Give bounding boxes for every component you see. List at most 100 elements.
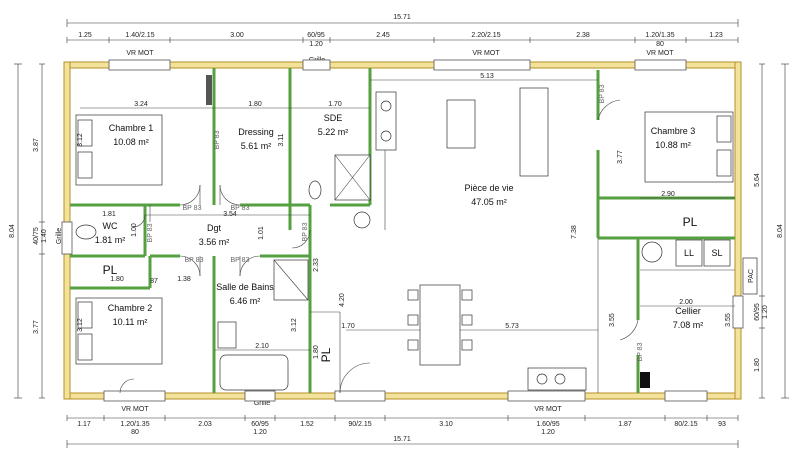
placard-3: PL <box>319 347 333 362</box>
overall-width-top: 15.71 <box>393 14 411 21</box>
bp-label-5: BP 83 <box>185 257 204 264</box>
bathtub <box>219 354 289 391</box>
wc-height: 1.00 <box>131 223 138 237</box>
dressing-width: 1.80 <box>248 101 262 108</box>
room-sdb-name: Salle de Bains <box>216 282 274 292</box>
window-living-top <box>433 59 531 71</box>
round-element <box>353 211 371 229</box>
placard-2: PL <box>683 215 698 229</box>
grille-bottom: Grille <box>254 400 270 407</box>
ll-label: LL <box>684 248 694 258</box>
bottom-dim-5: 1.52 <box>300 421 314 428</box>
bottom-dim-2: 1.20/1.35 <box>120 421 149 428</box>
dgt-width: 3.54 <box>223 211 237 218</box>
pac-label: PAC <box>748 269 755 283</box>
living-height: 7.38 <box>571 225 578 239</box>
pac-unit <box>742 257 758 295</box>
top-dim-9: 1.23 <box>709 32 723 39</box>
dining-table <box>419 284 461 366</box>
window-cellier-side <box>732 295 744 329</box>
bottom-dim-4-sub: 1.20 <box>253 429 267 436</box>
sdb-width: 2.10 <box>255 343 269 350</box>
top-dim-7: 2.38 <box>576 32 590 39</box>
entrance-door <box>334 390 386 402</box>
bottom-dim-3: 2.03 <box>198 421 212 428</box>
room-dressing-area: 5.61 m² <box>241 141 272 151</box>
top-dim-1: 1.25 <box>78 32 92 39</box>
room-chambre1-area: 10.08 m² <box>113 137 149 147</box>
small-87: 87 <box>150 278 158 285</box>
grille-left: Grille <box>56 228 63 244</box>
left-dimensions: 8.04 3.87 40/75 1.40 3.77 Grille <box>9 63 63 399</box>
living-low-width: 5.73 <box>505 323 519 330</box>
bottom-dim-9: 1.87 <box>618 421 632 428</box>
window-chambre3 <box>634 59 687 71</box>
window-sde <box>302 59 331 71</box>
c1-width: 3.24 <box>134 101 148 108</box>
overall-height-right: 8.04 <box>777 224 784 238</box>
bp-label-9: BP 83 <box>637 342 644 361</box>
room-labels: Chambre 1 10.08 m² Dressing 5.61 m² SDE … <box>95 113 704 362</box>
pl-width: 1.80 <box>110 276 124 283</box>
living-low-left: 1.70 <box>341 323 355 330</box>
top-dim-2: 1.40/2.15 <box>125 32 154 39</box>
room-dressing-name: Dressing <box>238 127 274 137</box>
bottom-dim-6: 90/2.15 <box>348 421 371 428</box>
vr-mot-bottom-2: VR MOT <box>534 406 562 413</box>
right-dim-4: 1.80 <box>754 358 761 372</box>
vr-mot-top-1: VR MOT <box>126 50 154 57</box>
sl-label: SL <box>711 248 722 258</box>
room-dgt-name: Dgt <box>207 223 222 233</box>
bp-label-2: BP 83 <box>183 205 202 212</box>
room-cellier-area: 7.08 m² <box>673 320 704 330</box>
room-living-area: 47.05 m² <box>471 197 507 207</box>
room-chambre3-area: 10.88 m² <box>655 140 691 150</box>
vr-mot-bottom-1: VR MOT <box>121 406 149 413</box>
left-dim-3: 1.40 <box>41 229 48 243</box>
vr-mot-top-3: VR MOT <box>646 50 674 57</box>
left-dim-1: 3.87 <box>33 138 40 152</box>
bottom-dim-2-sub: 80 <box>131 429 139 436</box>
interior-dimensions: 3.24 3.12 1.80 3.11 1.70 5.13 7.38 5.73 … <box>77 73 732 359</box>
top-dim-5: 2.45 <box>376 32 390 39</box>
bp-label-4: BP 83 <box>147 223 154 242</box>
right-dim-1: 5.64 <box>754 173 761 187</box>
bottom-dim-10: 80/2.15 <box>674 421 697 428</box>
c3-width: 2.90 <box>661 191 675 198</box>
sdb-height-2: 2.33 <box>313 258 320 272</box>
room-living-name: Pièce de vie <box>464 183 513 193</box>
room-chambre1-name: Chambre 1 <box>109 123 154 133</box>
cellier-width: 2.00 <box>679 299 693 306</box>
bottom-dim-8-sub: 1.20 <box>541 429 555 436</box>
dryer <box>703 239 731 267</box>
toilet-sde <box>308 180 322 200</box>
bp-label-8: BP 83 <box>599 84 606 103</box>
coffee-table <box>446 99 476 149</box>
window-chambre1 <box>108 59 171 71</box>
bp-label-1: BP 83 <box>214 130 221 149</box>
dgt-width-2: 1.38 <box>177 276 191 283</box>
window-sdb <box>244 390 276 402</box>
bottom-dim-8: 1.60/95 <box>536 421 559 428</box>
right-dimensions: 8.04 5.64 60/95 1.20 1.80 PAC <box>742 63 789 399</box>
thin-partitions <box>80 79 735 393</box>
vr-mot-top-2: VR MOT <box>472 50 500 57</box>
c2-height: 3.12 <box>77 318 84 332</box>
dressing-height: 3.11 <box>278 133 285 146</box>
dgt-height: 1.01 <box>258 226 265 240</box>
window-cellier <box>664 390 708 402</box>
washing-machine <box>675 239 703 267</box>
vanity-sdb <box>217 321 237 349</box>
room-cellier-name: Cellier <box>675 306 701 316</box>
room-sdb-area: 6.46 m² <box>230 296 261 306</box>
overall-width-bottom: 15.71 <box>393 436 411 443</box>
right-dim-2: 60/95 <box>754 303 761 321</box>
bottom-dim-11: 93 <box>718 421 726 428</box>
top-dim-4: 60/95 <box>307 32 325 39</box>
living-width: 5.13 <box>480 73 494 80</box>
room-chambre2-area: 10.11 m² <box>113 317 148 327</box>
outer-walls <box>61 59 744 402</box>
electric-panel <box>640 372 650 388</box>
left-dim-2: 40/75 <box>33 227 40 245</box>
